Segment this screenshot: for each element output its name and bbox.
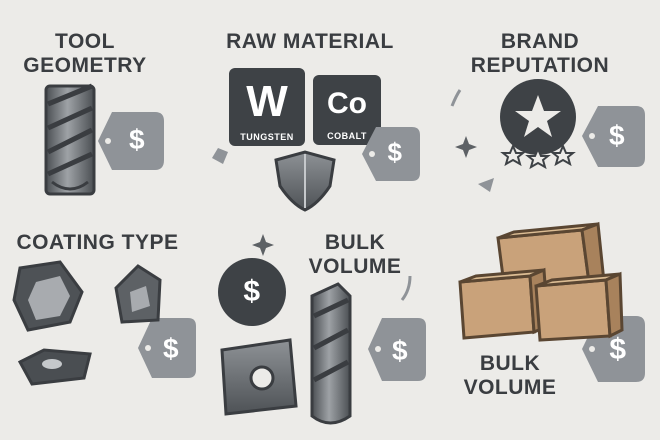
cobalt-symbol: Co: [327, 87, 367, 120]
brand-reputation-title: BRAND REPUTATION: [455, 30, 625, 77]
price-tag-icon: [582, 106, 645, 167]
raw-material-title: RAW MATERIAL: [226, 30, 394, 53]
bulk-volume-center-line1: BULK: [324, 231, 386, 254]
star-badge-icon: [500, 79, 576, 170]
sparkle-icon: [478, 178, 494, 192]
price-symbol-brand: $: [608, 120, 626, 151]
bulk-volume-center-title: BULK VOLUME: [305, 231, 405, 278]
sparkle-icon: [450, 89, 462, 107]
coating-type-title: COATING TYPE: [16, 231, 179, 254]
tool-geometry-title-line2: GEOMETRY: [23, 53, 147, 77]
pentagon-coating-icon: [114, 264, 162, 324]
tungsten-symbol: W: [246, 77, 288, 126]
price-tag-icon: [362, 127, 420, 181]
drill-bit-icon: [44, 83, 96, 196]
bulk-volume-right-line1: BULK: [479, 352, 541, 375]
price-tag-icon: [98, 112, 164, 170]
bulk-volume-center-line2: VOLUME: [308, 254, 402, 278]
price-tag-icon: [368, 318, 426, 381]
cobalt-name: COBALT: [327, 131, 367, 141]
brand-reputation-title-line1: BRAND: [500, 30, 580, 53]
carbide-insert-icon: [17, 348, 92, 386]
price-symbol-coin: $: [243, 275, 261, 308]
brand-reputation-title-line2: REPUTATION: [470, 53, 610, 77]
bulk-volume-right-line2: VOLUME: [463, 375, 557, 399]
dollar-coin-icon: [218, 258, 286, 326]
shield-icon: [274, 150, 336, 212]
tungsten-name: TUNGSTEN: [240, 132, 294, 142]
price-symbol-coating: $: [162, 333, 180, 364]
bulk-volume-right-title: BULK VOLUME: [455, 352, 565, 399]
cobalt-tile: Co COBALT: [313, 75, 381, 145]
price-symbol-tool-geometry: $: [128, 124, 146, 155]
sparkle-icon: [455, 136, 477, 158]
price-symbol-bulk-right: $: [609, 333, 627, 366]
tool-geometry-title-line1: TOOL: [55, 30, 115, 53]
tungsten-tile: W TUNGSTEN: [229, 68, 305, 146]
cardboard-boxes-icon: [458, 221, 624, 342]
tool-geometry-title: TOOL GEOMETRY: [20, 30, 150, 77]
carbide-insert-icon: [220, 338, 298, 416]
price-symbol-bulk-center: $: [391, 335, 409, 366]
price-tag-icon: [138, 318, 196, 378]
price-symbol-raw-material: $: [387, 137, 403, 167]
drill-bit-icon: [310, 282, 352, 425]
sparkle-icon: [212, 148, 228, 164]
sparkle-icon: [252, 234, 274, 256]
sparkle-icon: [400, 275, 412, 301]
hexagon-coating-icon: [12, 260, 84, 332]
